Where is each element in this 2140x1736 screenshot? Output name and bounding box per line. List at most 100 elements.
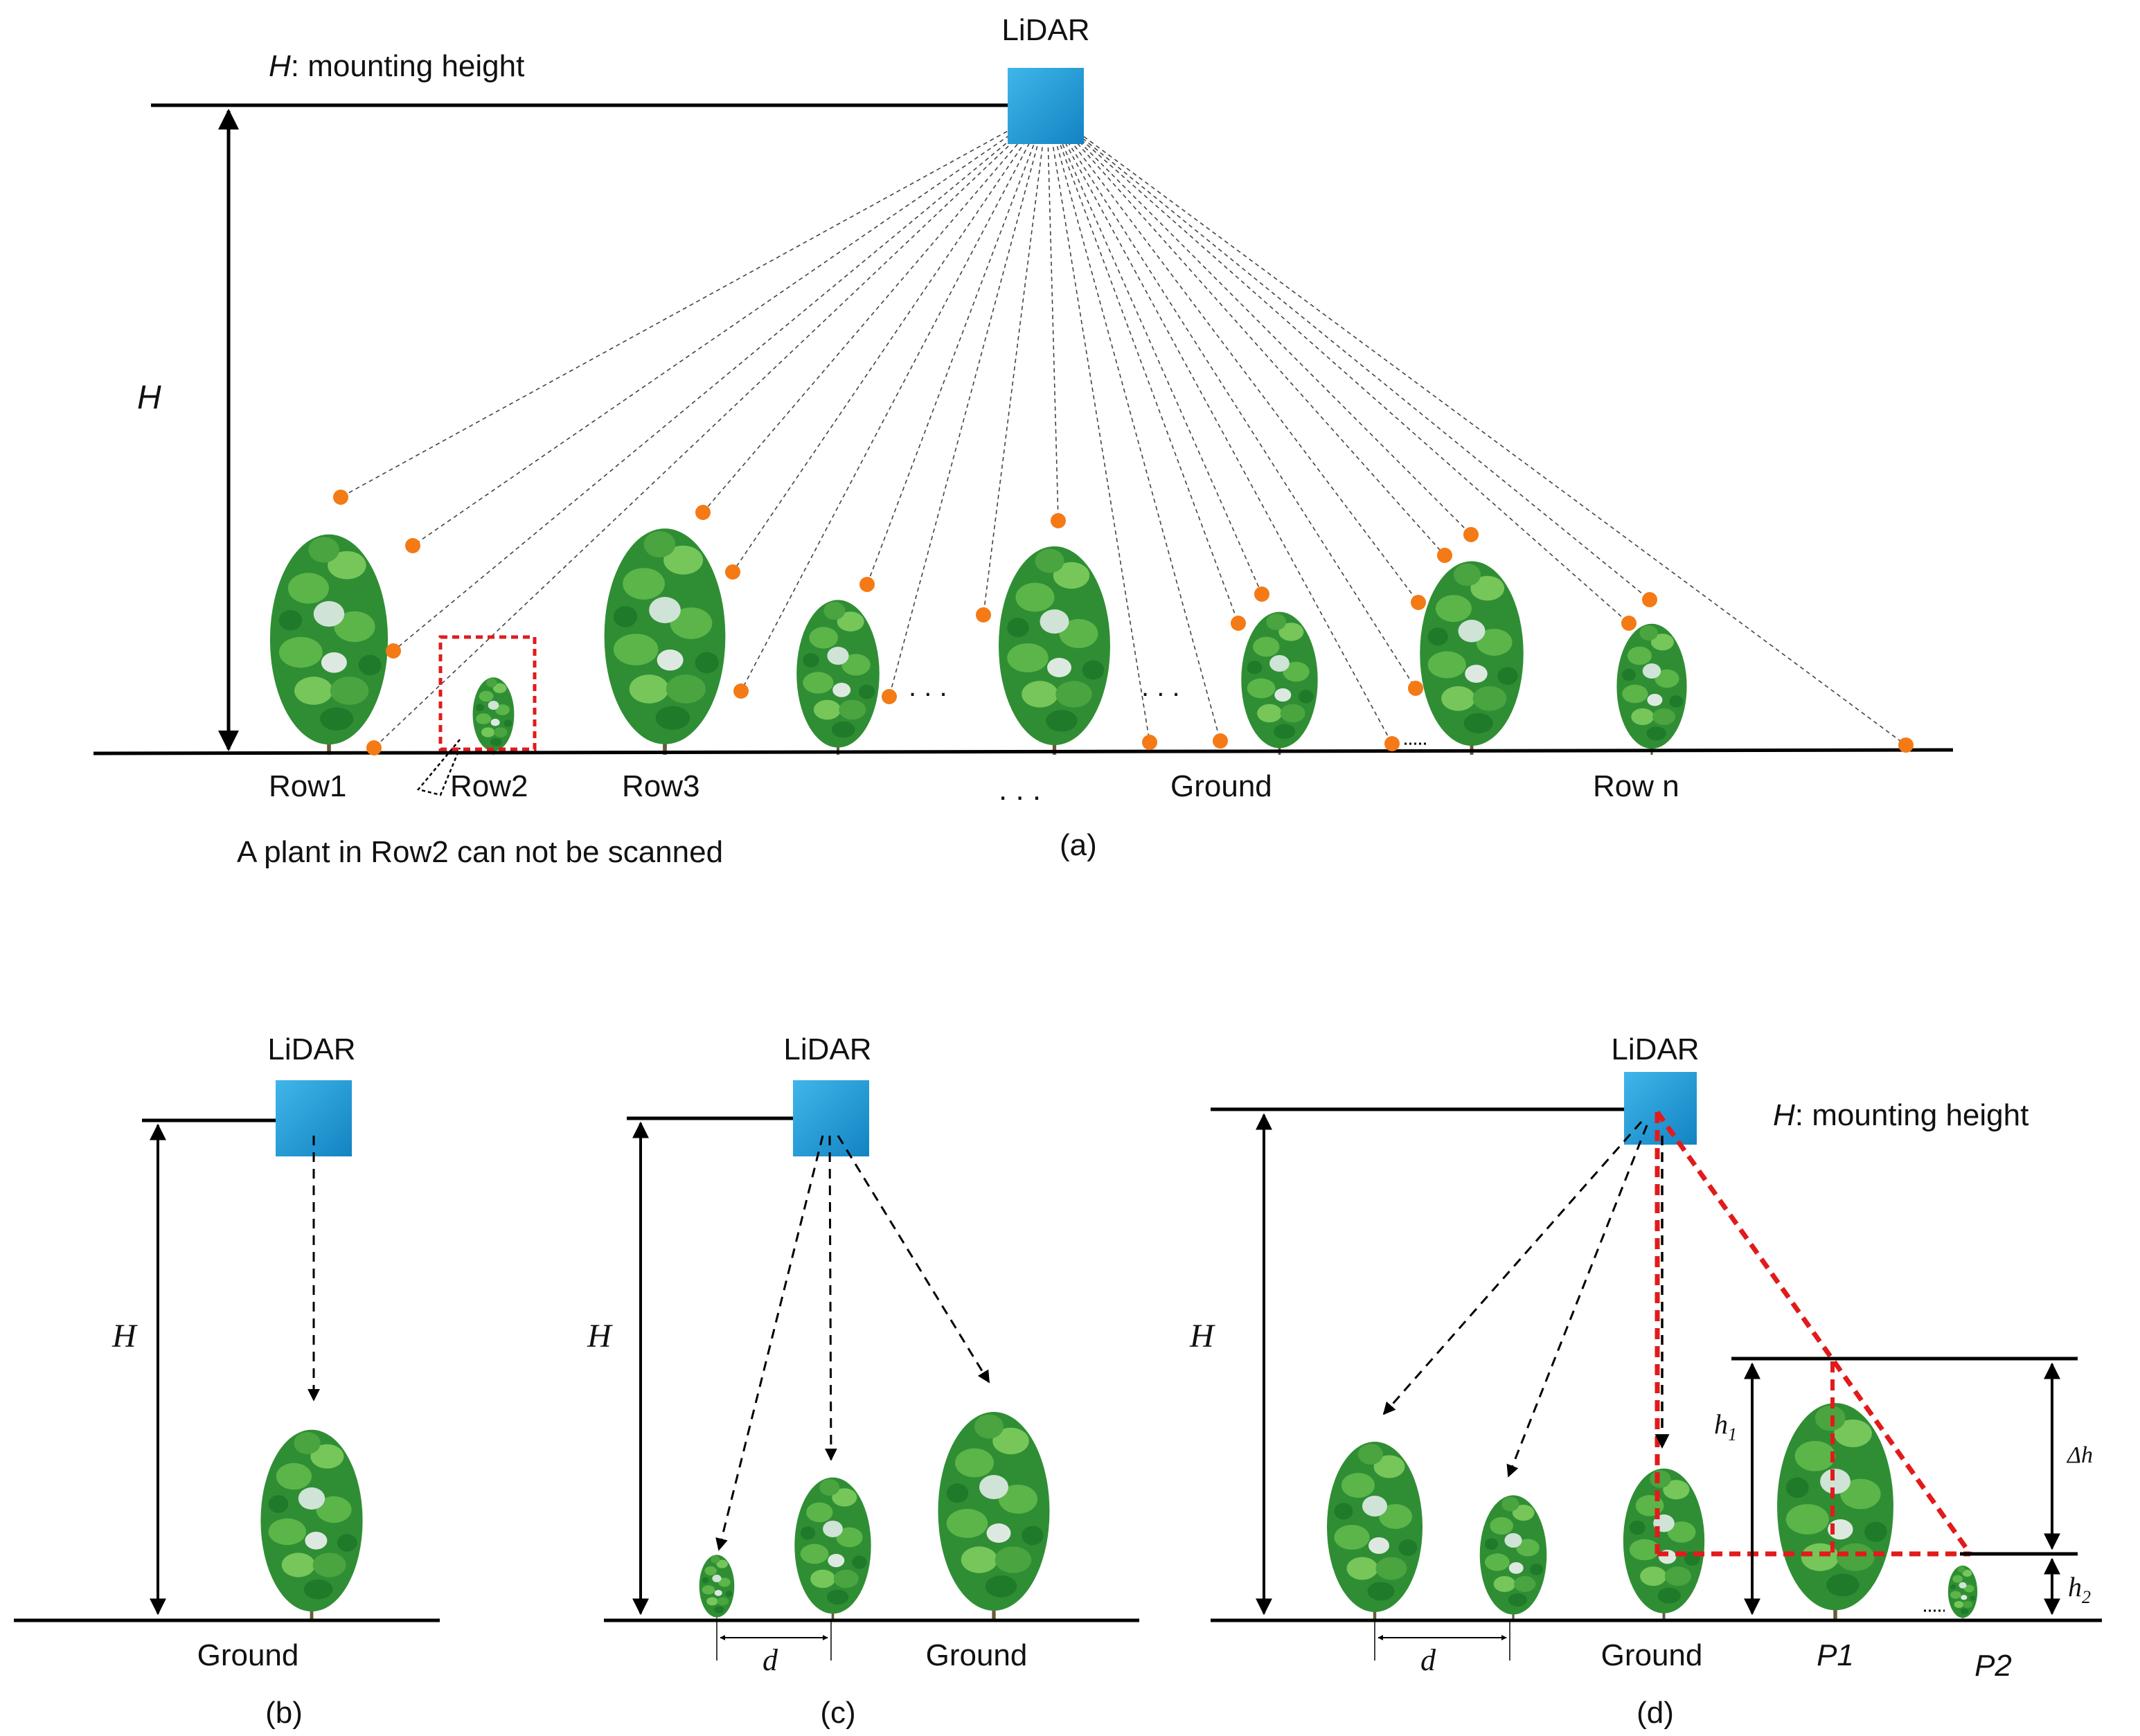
caption-b: (b) [265, 1696, 303, 1730]
scan-beam-left [715, 1135, 824, 1551]
scan-rays [340, 109, 1907, 749]
plant-row2 [472, 676, 515, 755]
scan-point [1142, 735, 1157, 750]
caption-a: (a) [1060, 828, 1097, 862]
scan-point [695, 505, 711, 520]
h2-label: h2 [2068, 1571, 2091, 1607]
ground-line [93, 748, 1954, 755]
caption-d: (d) [1637, 1696, 1674, 1730]
scan-ray [1046, 109, 1472, 535]
lidar-sensor [1008, 68, 1084, 144]
plant-row-n [1616, 624, 1686, 755]
plant-tall [938, 1412, 1050, 1620]
scan-ray [1046, 109, 1059, 521]
scan-point [1411, 595, 1426, 610]
row2-label: Row2 [450, 769, 528, 803]
scan-ray [412, 109, 1048, 546]
scan-beam-2 [1506, 1125, 1648, 1478]
plant-row4 [796, 600, 880, 755]
lidar-label: LiDAR [783, 1032, 871, 1066]
mounting-height-label: H: mounting height [1773, 1098, 2028, 1132]
scan-point [1254, 587, 1269, 602]
scan-ray [1046, 109, 1419, 603]
scan-point [1642, 592, 1657, 607]
plant-2 [1480, 1495, 1547, 1620]
scan-point [1408, 681, 1423, 696]
scan-point [1231, 616, 1246, 631]
scan-ray [1046, 109, 1393, 744]
scan-ray [1046, 109, 1907, 746]
scan-ray [340, 109, 1048, 498]
scan-ray [1046, 109, 1221, 742]
scan-point [366, 740, 382, 755]
scan-ray [732, 109, 1048, 573]
lidar-sensor [1624, 1072, 1697, 1145]
panel-d: LiDAR H: mounting height H h1 Δh h2 [1189, 1032, 2102, 1730]
panel-c: LiDAR H d Ground (c) [587, 1032, 1139, 1730]
row-n-label: Row n [1593, 769, 1679, 803]
lidar-label: LiDAR [1611, 1032, 1699, 1066]
row2-highlight-box [438, 635, 537, 751]
scan-ray [393, 109, 1048, 652]
delta-h-label: Δh [2066, 1442, 2093, 1468]
ellipsis-2: . . . [1141, 672, 1180, 702]
p1-label: P1 [1817, 1638, 1854, 1672]
scan-point [1213, 733, 1228, 749]
p2-label: P2 [1974, 1649, 2012, 1683]
scan-ray [1046, 109, 1630, 624]
row2-pointer [416, 739, 461, 796]
plant-row1 [270, 535, 388, 755]
scan-ray [1046, 109, 1650, 600]
plant-3 [1623, 1469, 1704, 1620]
ground-label: Ground [926, 1638, 1028, 1672]
scan-ray [889, 109, 1048, 697]
plant-small [697, 1553, 736, 1620]
lidar-label: LiDAR [267, 1032, 355, 1066]
scan-point [725, 564, 740, 580]
plant-1 [1327, 1442, 1423, 1620]
height-axis-label: H [112, 1318, 138, 1354]
scan-point [1621, 616, 1637, 631]
ground-label: Ground [197, 1638, 299, 1672]
height-axis-label: H [1189, 1318, 1215, 1354]
scan-ray [702, 109, 1048, 513]
scan-ray [1046, 109, 1150, 743]
height-axis-label: H [587, 1318, 613, 1354]
scan-ray [866, 109, 1048, 585]
height-axis-label: H [137, 379, 161, 416]
scan-point [859, 577, 875, 592]
scan-point [1898, 737, 1914, 753]
plant-medium [794, 1478, 871, 1620]
scan-ray [373, 109, 1048, 749]
plant-row7 [1420, 562, 1524, 755]
scan-point [882, 689, 897, 704]
plant-p2 [1947, 1564, 1979, 1620]
rows-ellipsis: . . . [999, 773, 1041, 807]
scan-beam-1 [1382, 1121, 1643, 1415]
scan-ray [1046, 109, 1416, 689]
plant-p1 [1777, 1403, 1893, 1620]
diagonal-red-line [1655, 1110, 1972, 1556]
scan-point [1463, 527, 1479, 542]
scan-ray [983, 109, 1048, 616]
scan-beam-right [837, 1135, 990, 1384]
scan-point [976, 607, 991, 623]
ground-label: Ground [1170, 769, 1272, 803]
ellipsis-1: . . . [909, 672, 947, 702]
plant [260, 1430, 362, 1620]
h1-label: h1 [1714, 1408, 1737, 1444]
scan-point [405, 538, 420, 553]
scan-point [333, 490, 348, 505]
scan-points [333, 490, 1914, 755]
scan-point [386, 643, 401, 659]
mounting-height-label: H: mounting height [269, 49, 524, 83]
row1-label: Row1 [269, 769, 347, 803]
scan-point [733, 683, 749, 699]
scan-ray [1046, 109, 1263, 595]
lidar-label: LiDAR [1001, 13, 1089, 47]
plant-row5 [999, 546, 1110, 755]
ground-label: Ground [1601, 1638, 1703, 1672]
panel-b: LiDAR H Ground (b) [14, 1032, 440, 1730]
caption-c: (c) [820, 1696, 855, 1730]
spacing-label: d [1420, 1643, 1436, 1677]
